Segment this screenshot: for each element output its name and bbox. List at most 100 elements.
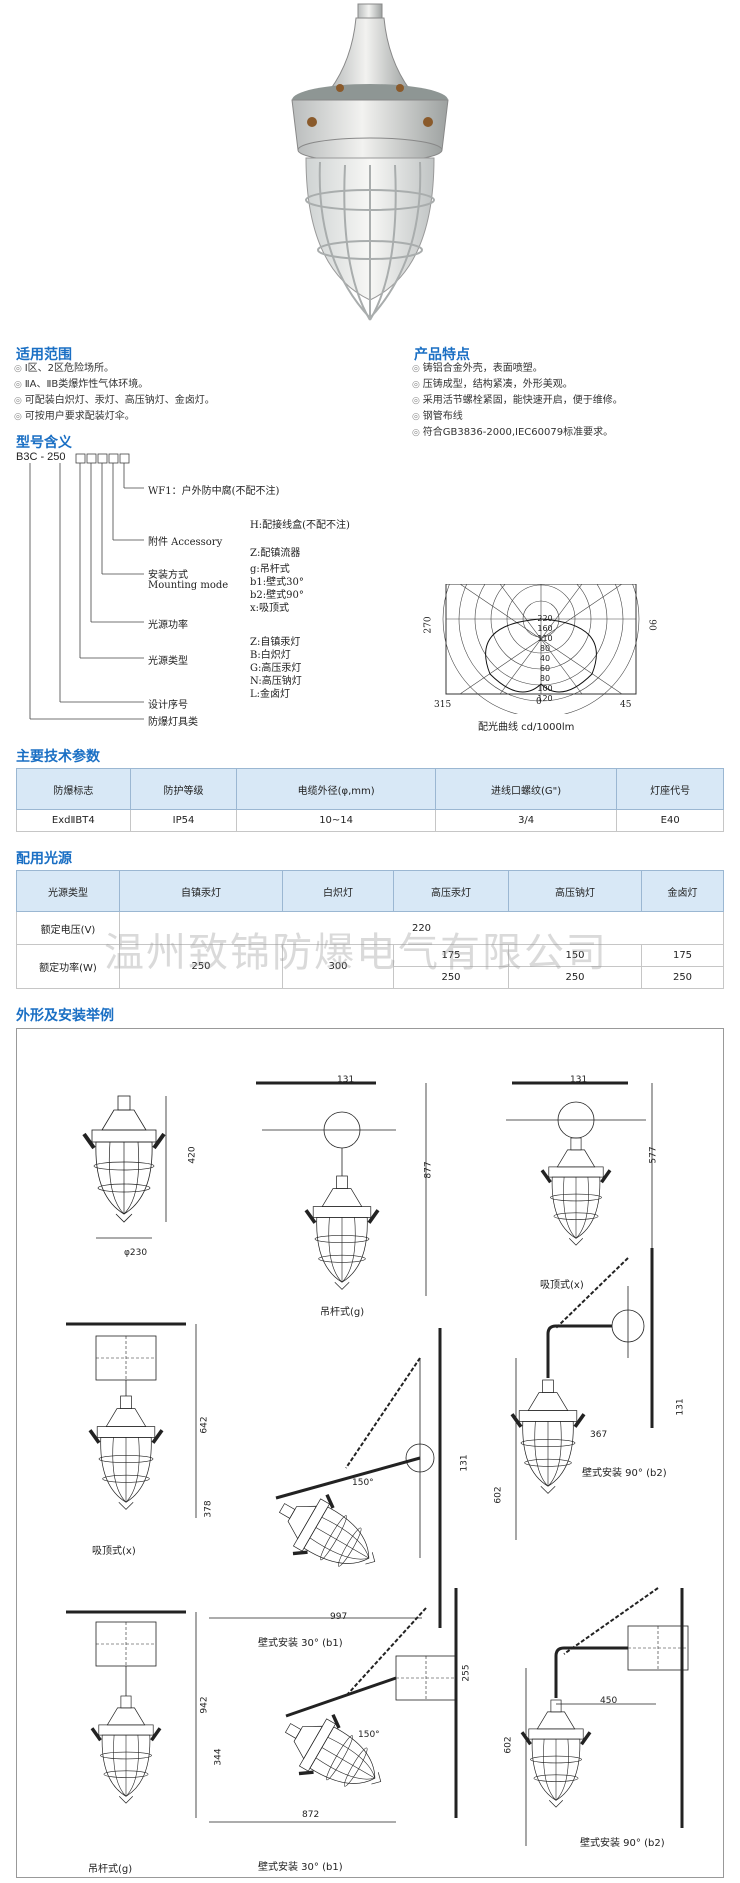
scope-title: 适用范围 [16, 347, 72, 363]
light-power-label: 额定功率(W) [16, 944, 120, 989]
light-header: 白炽灯 [282, 870, 394, 912]
model-product: 防爆灯具类 [148, 717, 198, 728]
polar-ring-label: 40 [539, 654, 551, 663]
features-title: 产品特点 [414, 347, 470, 363]
d7-height: 942 [199, 1696, 210, 1714]
model-acc-z: Z:配镇流器 [250, 548, 301, 559]
list-item: Ⅰ区、2区危险场所。 [14, 361, 215, 377]
d2-width: 131 [337, 1075, 355, 1085]
light-header: 高压钠灯 [508, 870, 642, 912]
install-frame [16, 1028, 724, 1878]
light-cell: 300 [282, 944, 394, 989]
d5-caption: 壁式安装 30° (b1) [258, 1638, 343, 1649]
model-lamp-type: 光源类型 [148, 656, 188, 667]
polar-right-label: 90 [646, 619, 657, 631]
d4-height: 642 [199, 1416, 210, 1434]
tech-header: 防护等级 [129, 768, 238, 810]
d8-width: 872 [302, 1810, 320, 1820]
light-cell: 175 [641, 944, 724, 967]
d9-caption: 壁式安装 90° (b2) [580, 1838, 665, 1849]
tech-header: 灯座代号 [616, 768, 724, 810]
model-wf1: WF1：户外防中腐(不配不注) [148, 486, 280, 497]
d8-height: 344 [213, 1748, 224, 1766]
light-cell: 250 [508, 966, 642, 989]
install-title: 外形及安装举例 [16, 1008, 114, 1024]
d6-s: 131 [675, 1398, 686, 1416]
features-list: 铸铝合金外壳，表面喷塑。 压铸成型，结构紧凑，外形美观。 采用活节螺栓紧固，能快… [412, 361, 623, 441]
tech-table: 防爆标志 防护等级 电缆外径(φ,mm) 进线口螺纹(G") 灯座代号 ExdⅡ… [16, 768, 724, 832]
d6-caption: 壁式安装 90° (b2) [582, 1468, 667, 1479]
light-header: 金卤灯 [641, 870, 724, 912]
d5-width: 997 [330, 1612, 348, 1622]
d5-angle: 150° [352, 1478, 374, 1488]
model-mount-b2: b2:壁式90° [250, 590, 304, 601]
model-lt-b: B:白炽灯 [250, 650, 291, 661]
light-cell: 250 [393, 966, 509, 989]
d6-height: 602 [493, 1486, 504, 1504]
polar-ring-label: 100 [537, 684, 553, 693]
polar-left-label: 270 [423, 616, 434, 634]
model-code: B3C - 250 [16, 451, 66, 463]
light-table: 光源类型 自镇汞灯 白炽灯 高压汞灯 高压钠灯 金卤灯 额定电压(V) 220 … [16, 870, 724, 989]
light-title: 配用光源 [16, 851, 72, 867]
polar-caption: 配光曲线 cd/1000lm [478, 722, 575, 733]
tech-cell: IP54 [129, 809, 238, 832]
d8-s: 255 [461, 1664, 472, 1682]
tech-cell: ExdⅡBT4 [16, 809, 131, 832]
model-design: 设计序号 [148, 700, 188, 711]
list-item: 符合GB3836-2000,IEC60079标准要求。 [412, 425, 623, 441]
light-header: 光源类型 [16, 870, 120, 912]
model-power: 光源功率 [148, 620, 188, 631]
list-item: 钢管布线 [412, 409, 623, 425]
model-lt-z: Z:自镇汞灯 [250, 637, 301, 648]
tech-header: 防爆标志 [16, 768, 131, 810]
tech-cell: 10~14 [236, 809, 436, 832]
tech-cell: 3/4 [434, 809, 618, 832]
polar-ring-label: 60 [539, 664, 551, 673]
light-distribution-chart [442, 584, 640, 714]
polar-ring-label: 220 [537, 614, 553, 623]
d5-height: 378 [203, 1500, 214, 1518]
d9-width: 450 [600, 1696, 618, 1706]
scope-list: Ⅰ区、2区危险场所。 ⅡA、ⅡB类爆炸性气体环境。 可配装白炽灯、汞灯、高压钠灯… [14, 361, 215, 425]
model-mount-x: x:吸顶式 [250, 603, 290, 614]
model-mount-g: g:吊杆式 [250, 564, 290, 575]
d9-height: 602 [503, 1736, 514, 1754]
light-voltage: 220 [119, 911, 724, 945]
d2-height: 877 [423, 1161, 434, 1179]
list-item: 可按用户要求配装灯伞。 [14, 409, 215, 425]
light-header: 高压汞灯 [393, 870, 509, 912]
d8-angle: 150° [358, 1730, 380, 1740]
list-item: 采用活节螺栓紧固，能快速开启，便于维修。 [412, 393, 623, 409]
model-acc-h: H:配接线盒(不配不注) [250, 520, 350, 531]
list-item: 压铸成型，结构紧凑，外形美观。 [412, 377, 623, 393]
polar-bl-label: 315 [434, 700, 452, 710]
model-mounting-cn: 安装方式 [148, 570, 188, 581]
d5-s: 131 [459, 1454, 470, 1472]
install-drawings [66, 1081, 689, 1846]
polar-ring-label: 120 [537, 694, 553, 703]
tech-header: 电缆外径(φ,mm) [236, 768, 436, 810]
model-mounting-en: Mounting mode [148, 580, 229, 591]
d4-caption: 吸顶式(x) [92, 1546, 136, 1557]
list-item: ⅡA、ⅡB类爆炸性气体环境。 [14, 377, 215, 393]
model-lt-n: N:高压钠灯 [250, 676, 302, 687]
d1-height: 420 [187, 1146, 198, 1164]
model-lt-l: L:金卤灯 [250, 689, 291, 700]
light-header: 自镇汞灯 [119, 870, 283, 912]
d6-width: 367 [590, 1430, 608, 1440]
polar-ring-labels: 220 160 110 80 40 60 80 100 120 [530, 614, 560, 704]
polar-br-label: 45 [620, 700, 632, 710]
d7-caption: 吊杆式(g) [88, 1864, 133, 1875]
model-tree-lines [29, 453, 144, 720]
d3-height: 577 [648, 1146, 659, 1164]
polar-bottom-label: 0 [536, 697, 542, 707]
light-cell: 250 [641, 966, 724, 989]
model-title: 型号含义 [16, 435, 72, 451]
d3-width: 131 [570, 1075, 588, 1085]
model-accessory: 附件 Accessory [148, 537, 223, 548]
polar-ring-label: 110 [537, 634, 553, 643]
d3-caption: 吸顶式(x) [540, 1280, 584, 1291]
d8-caption: 壁式安装 30° (b1) [258, 1862, 343, 1873]
polar-ring-label: 80 [539, 674, 551, 683]
